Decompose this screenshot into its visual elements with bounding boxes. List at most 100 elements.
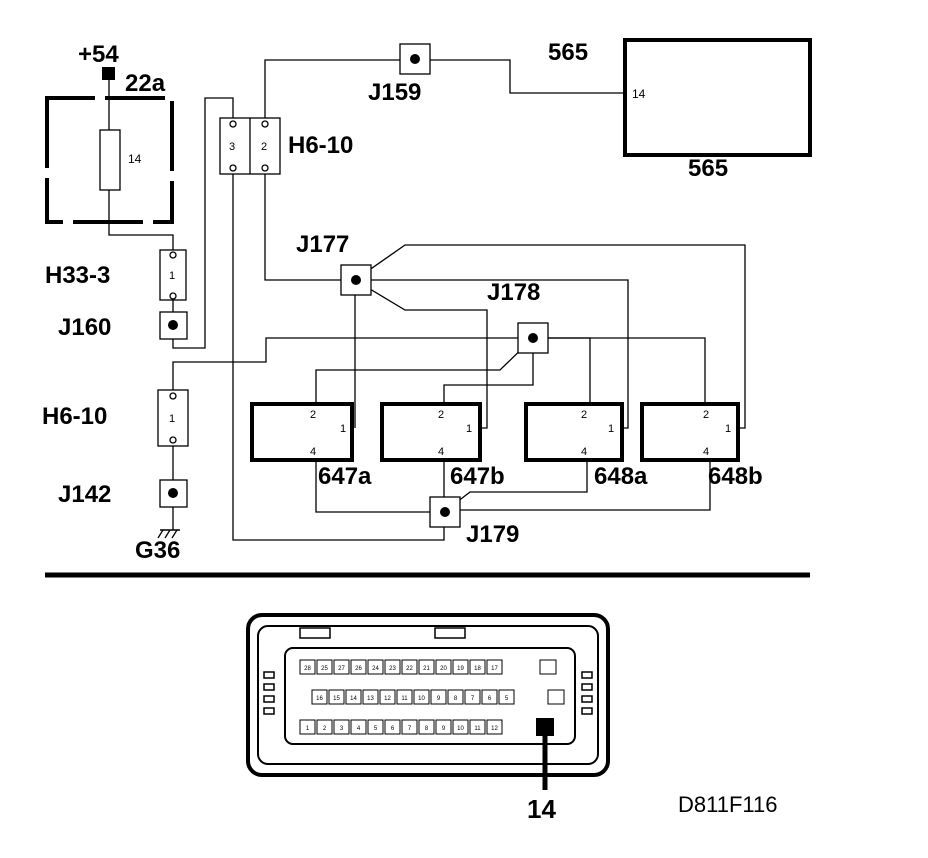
connector-pin-number: 22 (406, 666, 413, 672)
relay-label: 648b (708, 463, 763, 490)
relay-pin: 4 (438, 446, 444, 458)
supply-terminal-label: 22a (125, 70, 166, 97)
connector-pin-cell (401, 659, 418, 675)
connector-pin-number: 3 (340, 726, 344, 732)
connector-pin-cell (299, 719, 316, 735)
relay-647b: 2 1 4 647b (380, 402, 505, 490)
connector-pin-number: 21 (423, 666, 430, 672)
module-565: 14 565 565 (548, 38, 812, 182)
connector-pin-number: 5 (374, 726, 378, 732)
connector-pin-cell (418, 659, 435, 675)
j177-label: J177 (296, 231, 349, 258)
figure-code: D811F116 (678, 792, 777, 817)
connector-pin-number: 12 (491, 726, 498, 732)
relay-pin: 4 (310, 446, 316, 458)
connector-pin-cell (350, 659, 367, 675)
relay-pin: 4 (703, 446, 709, 458)
connector-h6-left: 1 H6-10 (42, 389, 189, 447)
relay-label: 647a (318, 463, 372, 490)
relay-pin: 1 (340, 423, 346, 435)
connector-pin-cell (481, 689, 498, 705)
connector-pin-cell (333, 719, 350, 735)
connector-pin-cell (328, 689, 345, 705)
connector-pin-number: 10 (418, 696, 425, 702)
connector-pin-number: 13 (367, 696, 374, 702)
connector-pin-cell (299, 659, 316, 675)
module-565-pin: 14 (632, 87, 646, 101)
relay-pin: 1 (466, 423, 472, 435)
connector-pin-cell (452, 659, 469, 675)
relay-label: 648a (594, 463, 648, 490)
connector-pin-cell (384, 719, 401, 735)
ground-icon (157, 529, 180, 539)
relay-647a: 2 1 4 647a (250, 402, 372, 490)
relay-pin: 2 (438, 409, 444, 421)
connector-pin-cell (350, 719, 367, 735)
supply-terminal-icon (102, 67, 115, 80)
connector-pin-cell (396, 689, 413, 705)
connector-pin-cell (469, 719, 486, 735)
h33-label: H33-3 (45, 262, 110, 289)
connector-pin-cell (539, 659, 557, 675)
connector-pin-number: 14 (350, 696, 357, 702)
connector-pin-cell (452, 719, 469, 735)
connector-pin-cell (316, 659, 333, 675)
connector-pin-cell (464, 689, 481, 705)
j178-label: J178 (487, 279, 540, 306)
connector-pin-number: 4 (357, 726, 361, 732)
connector-pin-number: 11 (474, 726, 481, 732)
connector-pin-cell (447, 689, 464, 705)
relay-pin: 4 (581, 446, 587, 458)
connector-pin-cell (430, 689, 447, 705)
connector-pin-number: 19 (457, 666, 464, 672)
connector-pin-cell (333, 659, 350, 675)
connector-pin-number: 10 (457, 726, 464, 732)
connector-pin-cell (435, 719, 452, 735)
connector-pin-number: 24 (372, 666, 379, 672)
connector-pin-cell (418, 719, 435, 735)
connector-pin-number: 5 (505, 696, 509, 702)
connector-pin-number: 15 (333, 696, 340, 702)
connector-pin-number: 2 (323, 726, 327, 732)
connector-h33: 1 H33-3 (45, 249, 187, 301)
connector-pin-number: 6 (391, 726, 395, 732)
relay-pin: 1 (725, 423, 731, 435)
h6-top-pin-left: 3 (229, 141, 235, 153)
connector-pin-cell (401, 719, 418, 735)
connector-pin-cell (547, 689, 565, 705)
connector-pin-number: 20 (440, 666, 447, 672)
connector-pin-cell (486, 659, 503, 675)
connector-pin-number: 9 (442, 726, 446, 732)
connector-pin-number: 8 (425, 726, 429, 732)
connector-pin-number: 23 (389, 666, 396, 672)
connector-pin-label: 14 (527, 794, 556, 824)
connector-pin-number: 12 (384, 696, 391, 702)
connector-pin-cell (362, 689, 379, 705)
connector-pin-number: 1 (306, 726, 310, 732)
connector-pin-number: 26 (355, 666, 362, 672)
h6-top-pin-right: 2 (261, 141, 267, 153)
fuse-box: 14 (45, 96, 174, 224)
connector-pin-number: 28 (304, 666, 311, 672)
connector-pin-number: 18 (474, 666, 481, 672)
connector-pin-cell (379, 689, 396, 705)
connector-pin-cell (498, 689, 515, 705)
junction-j178: J178 (487, 279, 549, 354)
connector-pin-cell (435, 659, 452, 675)
j142-label: J142 (58, 481, 111, 508)
relay-pin: 2 (310, 409, 316, 421)
connector-pin-number: 27 (338, 666, 345, 672)
relay-648b: 2 1 4 648b (640, 402, 763, 490)
connector-pin-number: 25 (321, 666, 328, 672)
relay-pin: 1 (608, 423, 614, 435)
module-565-label-bottom: 565 (688, 155, 728, 182)
j159-label: J159 (368, 79, 421, 106)
connector-pin-number: 8 (454, 696, 458, 702)
connector-pin-cell (345, 689, 362, 705)
connector-pin-number: 7 (408, 726, 412, 732)
h6-top-label: H6-10 (288, 132, 353, 159)
wires (108, 59, 746, 541)
junction-j177: J177 (296, 231, 372, 296)
